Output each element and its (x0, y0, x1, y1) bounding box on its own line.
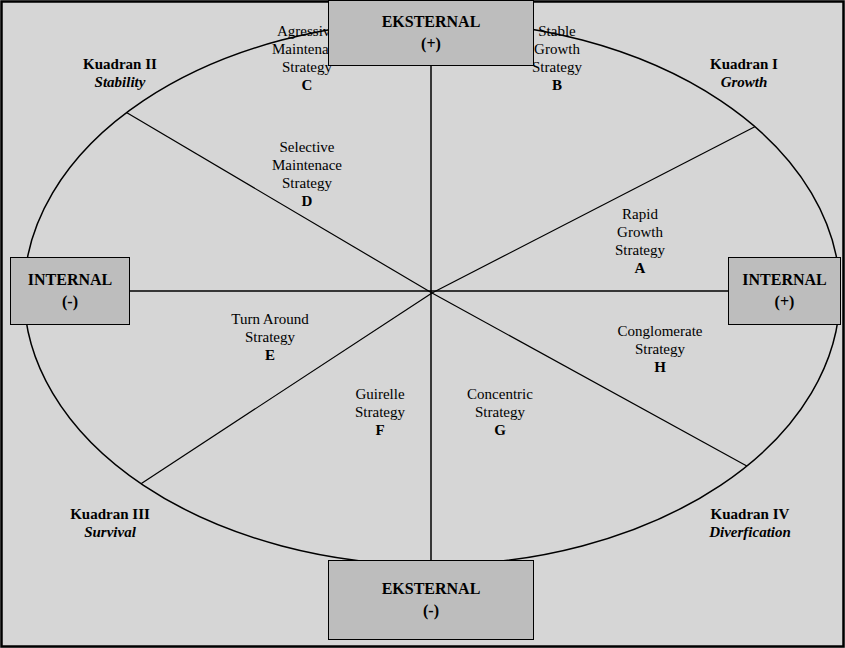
quadrant-name: Kuadran IV (685, 505, 815, 523)
axis-sign: (-) (423, 600, 439, 622)
strategy-letter: A (625, 259, 655, 277)
strategy-name: Concentric Strategy (460, 385, 540, 421)
strategy-name: Rapid Growth Strategy (605, 205, 675, 259)
strategy-name: Guirelle Strategy (340, 385, 420, 421)
strategy-letter: F (365, 421, 395, 439)
axis-sign: (+) (421, 33, 441, 55)
quadrant-ellipse (24, 21, 840, 565)
quadrant-title: Stability (55, 73, 185, 91)
axis-box: EKSTERNAL(+) (328, 0, 534, 66)
strategy-letter: G (485, 421, 515, 439)
strategy-name: Conglomerate Strategy (610, 322, 710, 358)
sector-divider (127, 113, 433, 294)
axis-box: EKSTERNAL(-) (328, 560, 534, 640)
axis-line (130, 290, 728, 292)
axis-title: EKSTERNAL (382, 11, 481, 33)
quadrant-name: Kuadran I (679, 55, 809, 73)
strategy-letter: B (542, 76, 572, 94)
strategy-name: Selective Maintenace Strategy (262, 138, 352, 192)
sector-divider (432, 293, 747, 466)
axis-title: EKSTERNAL (382, 578, 481, 600)
axis-box: INTERNAL(+) (728, 257, 841, 325)
strategy-letter: D (292, 192, 322, 210)
quadrant-title: Growth (679, 73, 809, 91)
axis-box: INTERNAL(-) (10, 257, 130, 325)
quadrant-name: Kuadran III (45, 505, 175, 523)
strategy-letter: E (255, 346, 285, 364)
axis-sign: (-) (62, 291, 78, 313)
strategy-letter: H (645, 358, 675, 376)
quadrant-title: Survival (45, 523, 175, 541)
axis-title: INTERNAL (742, 269, 826, 291)
axis-line (430, 66, 432, 560)
quadrant-name: Kuadran II (55, 55, 185, 73)
sector-divider (141, 293, 432, 484)
strategy-name: Turn Around Strategy (225, 310, 315, 346)
axis-title: INTERNAL (28, 269, 112, 291)
axis-sign: (+) (775, 291, 795, 313)
strategy-letter: C (292, 76, 322, 94)
sector-divider (432, 127, 755, 293)
quadrant-title: Diverfication (685, 523, 815, 541)
